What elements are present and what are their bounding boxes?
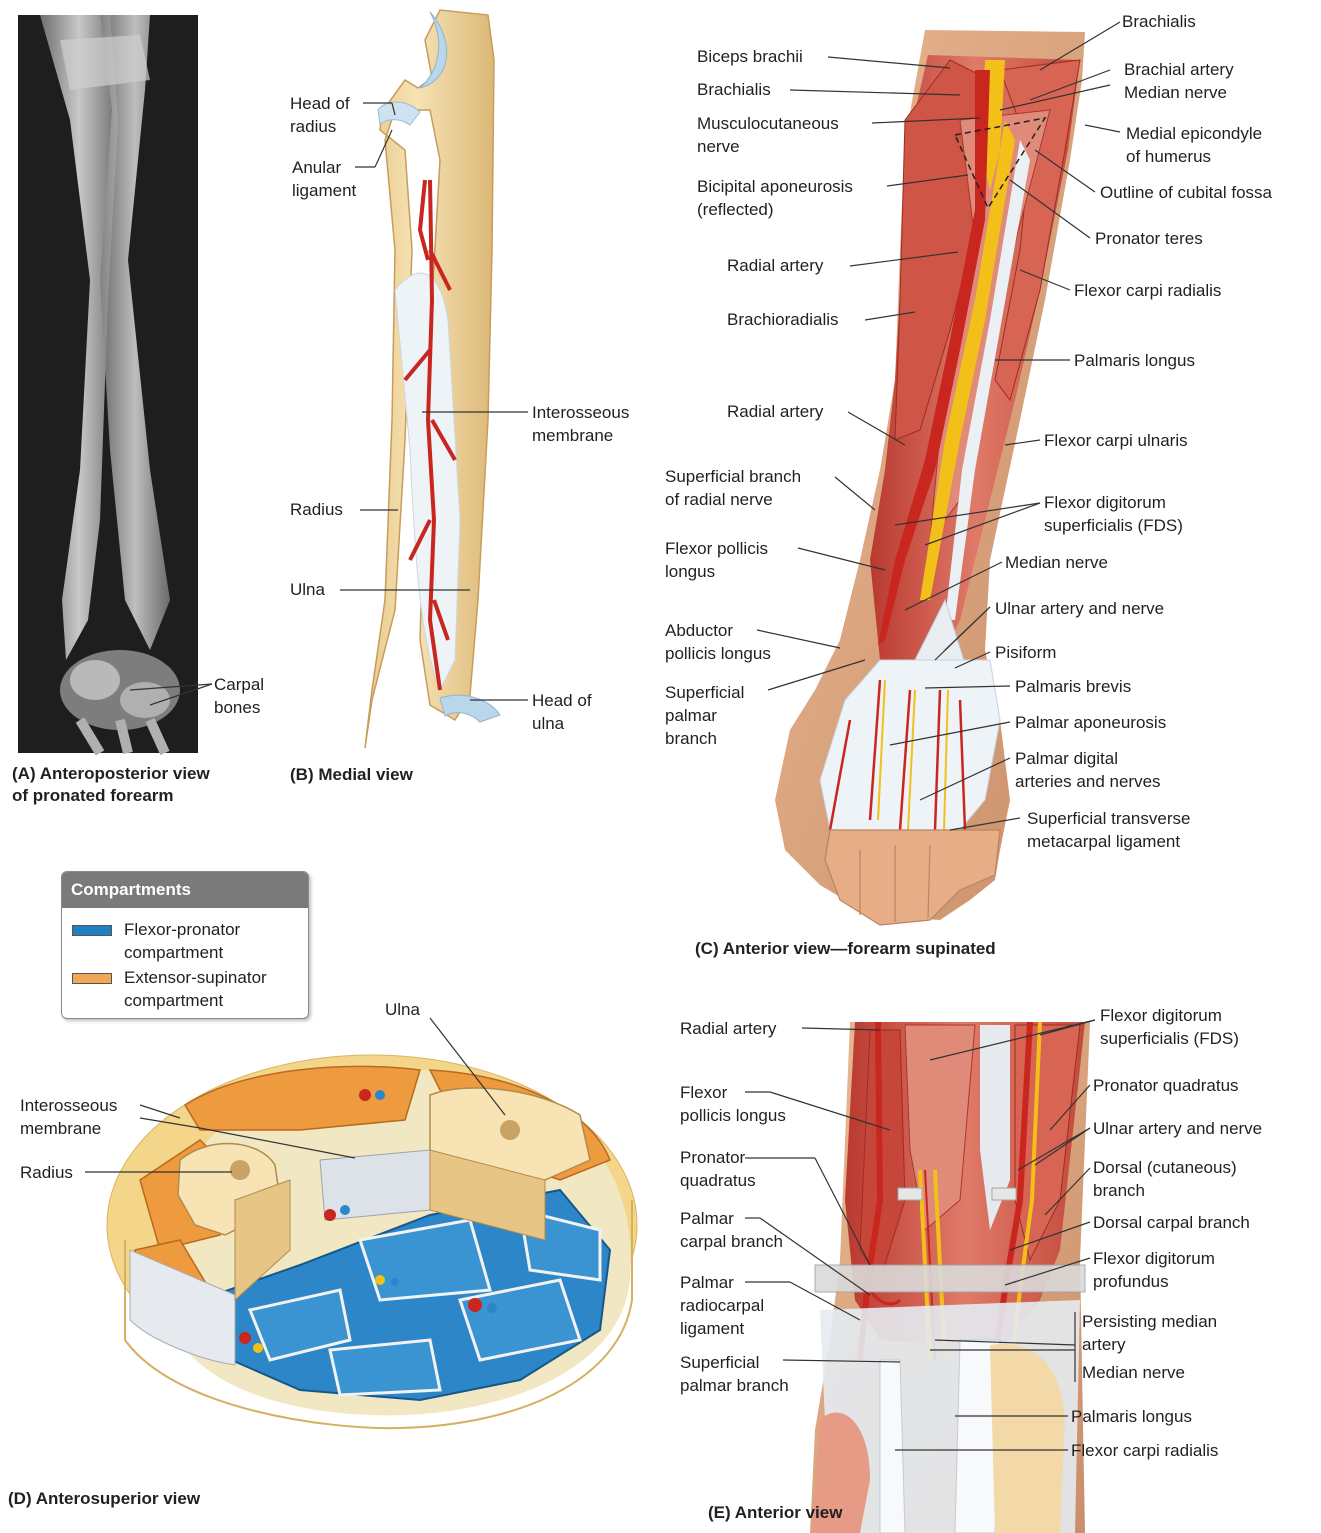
label-palmar-aponeurosis: Palmar aponeurosis xyxy=(1015,711,1166,734)
caption-panel-d: (D) Anterosuperior view xyxy=(8,1488,200,1510)
label-outline-cubital-fossa: Outline of cubital fossa xyxy=(1100,181,1272,204)
label-flexor-pollicis-longus-e: Flexor pollicis longus xyxy=(680,1081,786,1127)
label-superficial-branch-radial-nerve: Superficial branch of radial nerve xyxy=(665,465,801,511)
label-median-nerve-c: Median nerve xyxy=(1005,551,1108,574)
label-brachialis: Brachialis xyxy=(697,78,771,101)
label-interosseous-membrane-d: Interosseous membrane xyxy=(20,1094,117,1140)
label-superficial-palmar-branch-e: Superficial palmar branch xyxy=(680,1351,789,1397)
caption-panel-b: (B) Medial view xyxy=(290,764,413,786)
label-flexor-pollicis-longus-c: Flexor pollicis longus xyxy=(665,537,768,583)
label-ulnar-artery-nerve-c: Ulnar artery and nerve xyxy=(995,597,1164,620)
legend-item-flexor: Flexor-pronator compartment xyxy=(72,918,240,964)
label-musculocutaneous-nerve: Musculocutaneous nerve xyxy=(697,112,839,158)
label-ulna-d: Ulna xyxy=(385,998,420,1021)
label-pronator-teres: Pronator teres xyxy=(1095,227,1203,250)
compartments-legend: Compartments Flexor-pronator compartment… xyxy=(61,871,309,1019)
legend-swatch-flexor xyxy=(72,925,112,936)
label-radial-artery-e: Radial artery xyxy=(680,1017,776,1040)
label-bicipital-aponeurosis: Bicipital aponeurosis (reflected) xyxy=(697,175,853,221)
label-radius-b: Radius xyxy=(290,498,343,521)
label-interosseous-membrane-b: Interosseous membrane xyxy=(532,401,629,447)
label-dorsal-carpal-branch: Dorsal carpal branch xyxy=(1093,1211,1250,1234)
label-radial-artery-c2: Radial artery xyxy=(727,400,823,423)
distal-forearm-illustration xyxy=(810,1022,1090,1533)
label-palmaris-longus-c: Palmaris longus xyxy=(1074,349,1195,372)
label-carpal-bones: Carpal bones xyxy=(214,673,264,719)
bone-illustration-medial xyxy=(365,10,500,748)
label-abductor-pollicis-longus: Abductor pollicis longus xyxy=(665,619,771,665)
label-biceps-brachii: Biceps brachii xyxy=(697,45,803,68)
label-brachioradialis: Brachioradialis xyxy=(727,308,839,331)
label-head-of-radius: Head of radius xyxy=(290,92,350,138)
label-pisiform: Pisiform xyxy=(995,641,1056,664)
caption-panel-e: (E) Anterior view xyxy=(708,1502,842,1524)
label-dorsal-branch: Dorsal (cutaneous) branch xyxy=(1093,1156,1237,1202)
label-palmar-digital: Palmar digital arteries and nerves xyxy=(1015,747,1161,793)
label-persisting-median-artery: Persisting median artery xyxy=(1082,1310,1217,1356)
label-palmar-radiocarpal: Palmar radiocarpal ligament xyxy=(680,1271,764,1340)
label-brachial-artery-median-nerve: Brachial artery Median nerve xyxy=(1124,58,1234,104)
label-palmaris-longus-e: Palmaris longus xyxy=(1071,1405,1192,1428)
label-flexor-carpi-radialis-c: Flexor carpi radialis xyxy=(1074,279,1221,302)
label-anular-ligament: Anular ligament xyxy=(292,156,356,202)
label-pronator-quadratus-right: Pronator quadratus xyxy=(1093,1074,1239,1097)
legend-swatch-extensor xyxy=(72,973,112,984)
label-radius-d: Radius xyxy=(20,1161,73,1184)
label-palmaris-brevis: Palmaris brevis xyxy=(1015,675,1131,698)
label-ulnar-artery-nerve-e: Ulnar artery and nerve xyxy=(1093,1117,1262,1140)
label-fds-c: Flexor digitorum superficialis (FDS) xyxy=(1044,491,1183,537)
label-brachialis-top: Brachialis xyxy=(1122,10,1196,33)
label-pronator-quadratus-left: Pronator quadratus xyxy=(680,1146,756,1192)
legend-text-flexor: Flexor-pronator compartment xyxy=(124,918,240,964)
label-superficial-transverse: Superficial transverse metacarpal ligame… xyxy=(1027,807,1190,853)
legend-item-extensor: Extensor-supinator compartment xyxy=(72,966,267,1012)
label-head-of-ulna: Head of ulna xyxy=(532,689,592,735)
cross-section-illustration xyxy=(107,1055,637,1428)
label-fds-e: Flexor digitorum superficialis (FDS) xyxy=(1100,1004,1239,1050)
label-fdp: Flexor digitorum profundus xyxy=(1093,1247,1215,1293)
label-median-nerve-e: Median nerve xyxy=(1082,1361,1185,1384)
caption-panel-a: (A) Anteroposterior view of pronated for… xyxy=(12,763,210,807)
label-radial-artery-c1: Radial artery xyxy=(727,254,823,277)
label-ulna-b: Ulna xyxy=(290,578,325,601)
xray-image xyxy=(18,15,198,753)
label-flexor-carpi-ulnaris: Flexor carpi ulnaris xyxy=(1044,429,1188,452)
legend-title: Compartments xyxy=(62,872,308,908)
label-medial-epicondyle: Medial epicondyle of humerus xyxy=(1126,122,1262,168)
label-palmar-carpal-branch: Palmar carpal branch xyxy=(680,1207,783,1253)
label-superficial-palmar-branch-c: Superficial palmar branch xyxy=(665,681,744,750)
caption-panel-c: (C) Anterior view—forearm supinated xyxy=(695,938,996,960)
label-flexor-carpi-radialis-e: Flexor carpi radialis xyxy=(1071,1439,1218,1462)
legend-text-extensor: Extensor-supinator compartment xyxy=(124,966,267,1012)
